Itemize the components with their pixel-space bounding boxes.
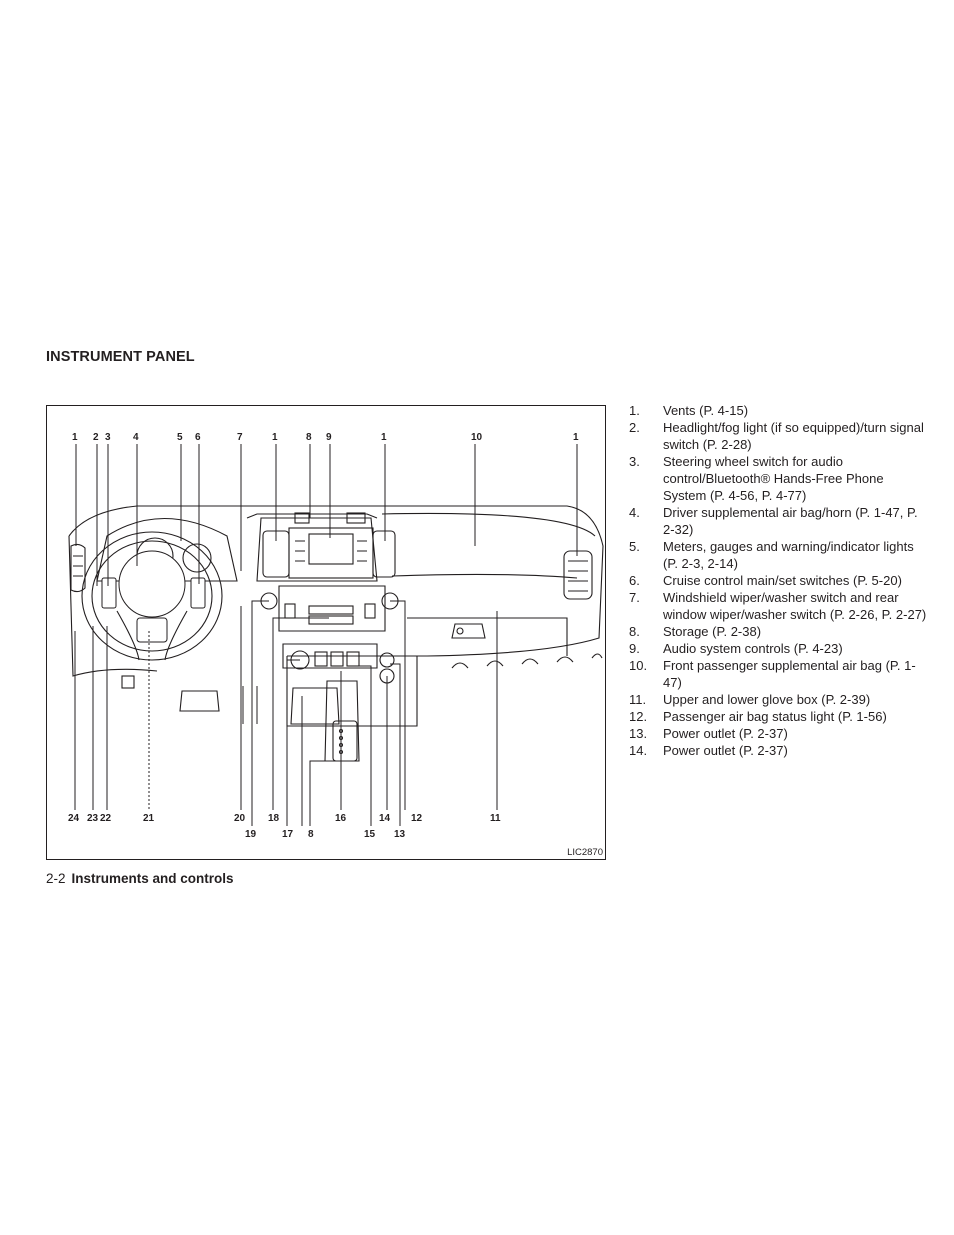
legend-text: Power outlet (P. 2-37) [663, 743, 788, 758]
legend-text: Meters, gauges and warning/indicator lig… [663, 539, 914, 571]
callout-16: 16 [335, 813, 347, 824]
bottom-callouts: 24 23 22 21 20 19 18 17 8 16 15 14 13 12… [68, 813, 501, 840]
callout-12: 12 [411, 813, 423, 824]
legend-num: 12. [629, 709, 648, 724]
legend-item: 3. Steering wheel switch for audio contro… [629, 453, 929, 504]
legend-num: 13. [629, 726, 648, 741]
legend-text: Vents (P. 4-15) [663, 403, 749, 418]
legend-item: 9. Audio system controls (P. 4-23) [629, 640, 929, 657]
callout-17: 17 [282, 829, 294, 840]
legend-num: 3. [629, 454, 640, 469]
callout-1c: 1 [381, 432, 387, 443]
legend-num: 14. [629, 743, 648, 758]
instrument-panel-drawing: 1 2 3 4 5 6 7 1 8 9 1 10 1 24 [68, 432, 604, 840]
callout-10: 10 [471, 432, 483, 443]
callout-23: 23 [87, 813, 99, 824]
legend-text: Windshield wiper/washer switch and rear … [663, 590, 927, 622]
legend-item: 4. Driver supplemental air bag/horn (P. 1… [629, 504, 929, 538]
legend-num: 6. [629, 573, 640, 588]
legend-num: 4. [629, 505, 640, 520]
legend-text: Driver supplemental air bag/horn (P. 1-4… [663, 505, 918, 537]
figure-code: LIC2870 [567, 847, 603, 858]
legend-text: Passenger air bag status light (P. 1-56) [663, 709, 887, 724]
callout-22: 22 [100, 813, 112, 824]
callout-8: 8 [306, 432, 312, 443]
callout-18: 18 [268, 813, 280, 824]
callout-21: 21 [143, 813, 155, 824]
legend-item: 8. Storage (P. 2-38) [629, 623, 929, 640]
legend-item: 2. Headlight/fog light (if so equipped)/t… [629, 419, 929, 453]
legend-text: Headlight/fog light (if so equipped)/tur… [663, 420, 924, 452]
callout-20: 20 [234, 813, 246, 824]
legend-num: 8. [629, 624, 640, 639]
legend-text: Storage (P. 2-38) [663, 624, 762, 639]
callout-14: 14 [379, 813, 391, 824]
legend-item: 1. Vents (P. 4-15) [629, 402, 929, 419]
legend-num: 10. [629, 658, 648, 673]
callout-5: 5 [177, 432, 183, 443]
top-callouts: 1 2 3 4 5 6 7 1 8 9 1 10 1 [72, 432, 579, 443]
legend-list: 1. Vents (P. 4-15) 2. Headlight/fog light … [629, 402, 929, 759]
legend-text: Cruise control main/set switches (P. 5-2… [663, 573, 902, 588]
legend-item: 11. Upper and lower glove box (P. 2-39) [629, 691, 929, 708]
page-number: 2-2 [46, 871, 66, 886]
callout-7: 7 [237, 432, 243, 443]
callout-8b: 8 [308, 829, 314, 840]
callout-13: 13 [394, 829, 406, 840]
chapter-title: Instruments and controls [71, 871, 234, 886]
legend-num: 9. [629, 641, 640, 656]
legend-item: 12. Passenger air bag status light (P. 1-… [629, 708, 929, 725]
legend-item: 7. Windshield wiper/washer switch and rea… [629, 589, 929, 623]
callout-11: 11 [490, 813, 501, 824]
legend-num: 5. [629, 539, 640, 554]
legend-num: 11. [629, 692, 647, 707]
callout-1d: 1 [573, 432, 579, 443]
legend-text: Steering wheel switch for audio control/… [663, 454, 884, 503]
legend-item: 14. Power outlet (P. 2-37) [629, 742, 929, 759]
callout-19: 19 [245, 829, 257, 840]
legend-item: 6. Cruise control main/set switches (P. 5… [629, 572, 929, 589]
legend-item: 13. Power outlet (P. 2-37) [629, 725, 929, 742]
legend-text: Upper and lower glove box (P. 2-39) [663, 692, 871, 707]
callout-2: 2 [93, 432, 99, 443]
callout-15: 15 [364, 829, 376, 840]
page-footer: 2-2 Instruments and controls [46, 871, 234, 886]
legend-num: 1. [629, 403, 640, 418]
callout-1b: 1 [272, 432, 278, 443]
legend-num: 2. [629, 420, 640, 435]
callout-6: 6 [195, 432, 201, 443]
legend-item: 5. Meters, gauges and warning/indicator l… [629, 538, 929, 572]
legend-text: Power outlet (P. 2-37) [663, 726, 788, 741]
legend-text: Audio system controls (P. 4-23) [663, 641, 843, 656]
instrument-panel-figure: 1 2 3 4 5 6 7 1 8 9 1 10 1 24 [46, 405, 606, 860]
callout-24: 24 [68, 813, 80, 824]
legend-text: Front passenger supplemental air bag (P.… [663, 658, 916, 690]
legend-num: 7. [629, 590, 640, 605]
callout-3: 3 [105, 432, 111, 443]
section-title: INSTRUMENT PANEL [46, 349, 195, 365]
legend-item: 10. Front passenger supplemental air bag … [629, 657, 929, 691]
callout-9: 9 [326, 432, 332, 443]
callout-1: 1 [72, 432, 78, 443]
callout-4: 4 [133, 432, 139, 443]
